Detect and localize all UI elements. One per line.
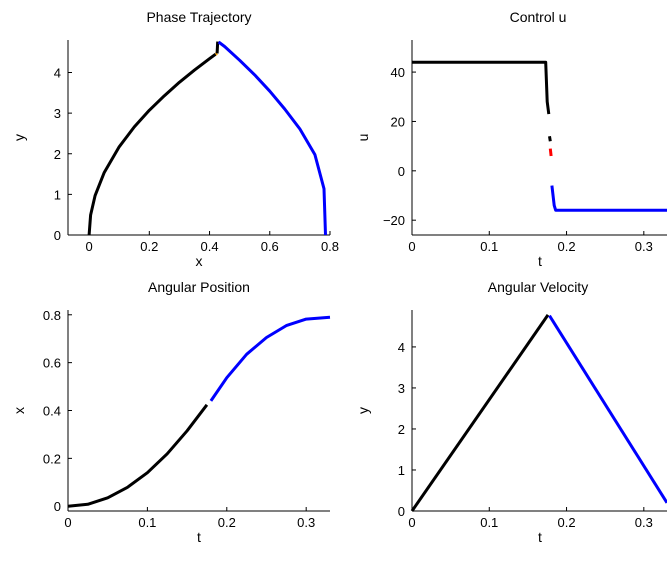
x-tick-label: 0.3 — [635, 239, 653, 254]
y-tick-label: −20 — [383, 213, 405, 228]
plot-title: Angular Velocity — [488, 279, 588, 295]
plot-title: Control u — [510, 9, 567, 25]
x-axis-label: x — [196, 253, 203, 269]
series-line-0 — [87, 52, 217, 236]
angular-position-plot: 0 0.1 0.2 0.3 0 0.2 0.4 0.6 0.8 Angular Position t… — [11, 279, 331, 545]
y-tick-label: 2 — [398, 422, 405, 437]
y-tick-label: 0 — [54, 499, 61, 514]
y-tick-label: 4 — [54, 66, 61, 81]
x-tick-label: 0.3 — [297, 515, 315, 530]
x-tick-label: 0.8 — [321, 239, 339, 254]
x-tick-label: 0.1 — [480, 239, 498, 254]
y-tick-label: 0.6 — [43, 356, 61, 371]
y-tick-label: 4 — [398, 340, 405, 355]
y-tick-label: 3 — [398, 381, 405, 396]
x-tick-label: 0.2 — [558, 515, 576, 530]
x-axis-label: t — [538, 529, 542, 545]
x-tick-label: 0 — [408, 239, 415, 254]
x-tick-label: 0 — [408, 515, 415, 530]
series-line-1 — [214, 52, 218, 56]
y-tick-label: 40 — [391, 65, 405, 80]
y-tick-label: 0.8 — [43, 308, 61, 323]
plot-title: Phase Trajectory — [146, 9, 251, 25]
x-tick-label: 0.1 — [480, 515, 498, 530]
y-tick-label: 20 — [391, 114, 405, 129]
x-tick-label: 0.4 — [201, 239, 219, 254]
x-tick-label: 0.2 — [558, 239, 576, 254]
y-axis-label: u — [355, 134, 371, 142]
series-line-1 — [548, 136, 552, 142]
series-line-1 — [209, 315, 331, 402]
series-line-1 — [548, 314, 667, 504]
angular-velocity-plot: 0 0.1 0.2 0.3 0 1 2 3 4 Angular Velocity t y — [355, 279, 667, 545]
x-axis-label: t — [197, 529, 201, 545]
x-axis-label: t — [538, 253, 542, 269]
y-tick-label: 1 — [54, 187, 61, 202]
y-axis-label: y — [11, 134, 27, 141]
x-tick-label: 0.2 — [218, 515, 236, 530]
x-tick-label: 0.2 — [140, 239, 158, 254]
y-tick-label: 0.4 — [43, 404, 61, 419]
y-axis-label: x — [11, 407, 27, 414]
y-tick-label: 1 — [398, 463, 405, 478]
y-tick-label: 2 — [54, 147, 61, 162]
series-line-0 — [412, 60, 551, 115]
x-tick-label: 0 — [64, 515, 71, 530]
series-line-0 — [67, 403, 209, 508]
y-tick-label: 0 — [398, 164, 405, 179]
y-tick-label: 0 — [398, 504, 405, 519]
x-tick-label: 0.6 — [261, 239, 279, 254]
y-tick-label: 0.2 — [43, 451, 61, 466]
series-line-2 — [215, 41, 220, 54]
x-tick-label: 0 — [85, 239, 92, 254]
x-tick-label: 0.1 — [138, 515, 156, 530]
series-line-3 — [217, 40, 327, 236]
y-axis-label: y — [355, 407, 371, 414]
series-line-3 — [550, 185, 667, 212]
y-tick-label: 3 — [54, 106, 61, 121]
phase-trajectory-plot: 0 0.2 0.4 0.6 0.8 0 1 2 3 4 Phase Trajectory x y — [11, 9, 339, 269]
series-line-0 — [410, 314, 550, 512]
series-line-2 — [548, 148, 553, 157]
plot-title: Angular Position — [148, 279, 250, 295]
y-tick-label: 0 — [54, 228, 61, 243]
x-tick-label: 0.3 — [635, 515, 653, 530]
